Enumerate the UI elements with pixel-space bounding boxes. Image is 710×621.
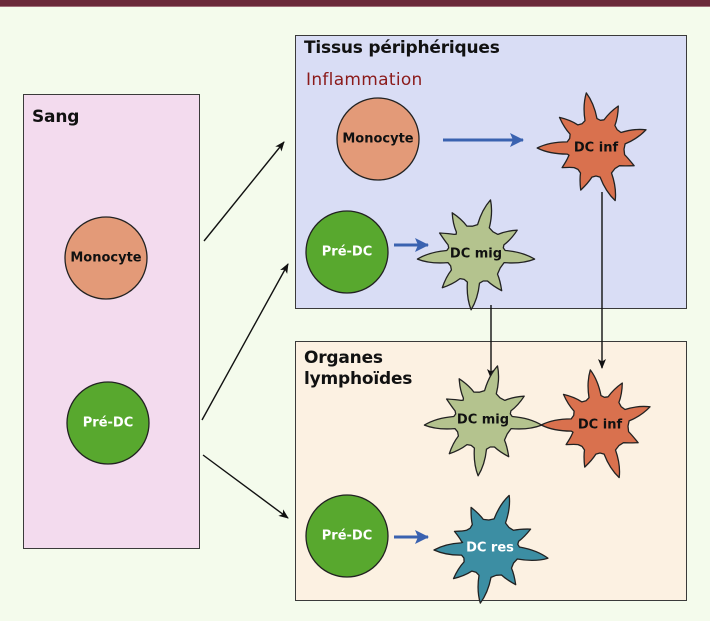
lymph-title: Organes lymphoïdes — [304, 348, 413, 389]
top-bar — [0, 0, 710, 7]
arrow-blood-monocyte-to-tissue — [203, 141, 285, 242]
arrow-blood-pre-dc-to-lymph — [202, 454, 289, 519]
tissue-title: Tissus périphériques — [304, 38, 500, 58]
arrow-blood-pre-dc-to-tissue — [201, 263, 289, 421]
blood-title: Sang — [32, 107, 80, 127]
peripheral-tissue-compartment: Tissus périphériques Inflammation — [295, 35, 687, 309]
inflammation-label: Inflammation — [306, 70, 423, 90]
blood-compartment: Sang — [23, 94, 200, 549]
lymphoid-organs-compartment: Organes lymphoïdes — [295, 341, 687, 601]
